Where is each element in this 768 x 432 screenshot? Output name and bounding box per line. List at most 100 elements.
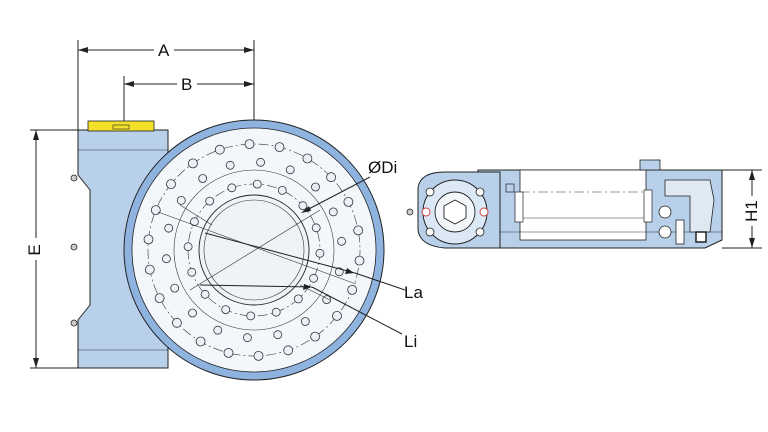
housing-edge — [77, 174, 91, 191]
li-leader — [311, 286, 403, 335]
bolt-hole-icon — [183, 242, 193, 252]
inner-bolt-holes — [183, 179, 325, 321]
side-tab — [505, 183, 515, 193]
inner-bore — [198, 194, 310, 306]
bolt-hole-icon — [227, 183, 237, 193]
bolt-icon — [475, 187, 485, 197]
housing-edge — [77, 304, 91, 321]
bolt-hole-icon — [271, 307, 281, 317]
bolt-hole-icon — [354, 255, 365, 266]
bolt-slot — [514, 191, 524, 223]
arrow-icon — [301, 206, 311, 213]
bolt-icon — [475, 227, 485, 237]
label-h1: H1 — [742, 200, 761, 222]
label-di: ØDi — [368, 158, 397, 177]
label-la: La — [404, 283, 423, 302]
arrow-icon — [244, 81, 254, 87]
bolt-hole-icon — [150, 205, 161, 216]
bolt-hole-icon — [273, 330, 283, 340]
bolt-hole-icon — [187, 267, 197, 277]
bolt-hole-icon — [187, 158, 198, 169]
grease-fitting-icon — [70, 174, 78, 182]
red-fitting-icon — [479, 207, 489, 217]
bolt-slot — [643, 189, 653, 223]
bolt-hole-icon — [311, 223, 321, 233]
bolt-hole-icon — [166, 179, 176, 190]
bolt-hole-icon — [242, 333, 252, 343]
motor-plate — [87, 120, 155, 132]
bolt-hole-icon — [311, 182, 320, 192]
bolt-hole-icon — [143, 234, 154, 245]
red-fitting-icon — [421, 207, 431, 217]
side-step — [639, 159, 661, 171]
arrow-icon — [749, 170, 755, 180]
bolt-hole-icon — [274, 142, 285, 153]
label-e: E — [25, 244, 44, 255]
bolt-hole-icon — [343, 196, 354, 207]
ball-icon — [658, 225, 672, 239]
bolt-hole-icon — [205, 196, 215, 206]
bolt-hole-icon — [195, 336, 206, 347]
ring-step — [173, 169, 335, 331]
bolt-hole-icon — [214, 144, 225, 155]
bolt-hole-icon — [213, 325, 223, 335]
grease-fitting-icon — [70, 319, 78, 327]
bolt-hole-icon — [170, 283, 180, 293]
ball-icon — [658, 205, 672, 219]
bolt-icon — [425, 187, 435, 197]
label-bg — [26, 238, 46, 260]
bolt-hole-icon — [315, 248, 325, 258]
bolt-hole-icon — [176, 195, 186, 205]
bolt-hole-icon — [154, 293, 165, 304]
li-dim-line — [199, 284, 313, 288]
bolt-hole-icon — [189, 217, 199, 227]
label-bg — [177, 74, 197, 92]
bolt-hole-icon — [328, 207, 338, 217]
side-bore — [519, 169, 647, 241]
bolt-hole-icon — [285, 165, 295, 175]
diameter-line — [189, 209, 321, 291]
label-a: A — [158, 41, 170, 60]
bolt-hole-icon — [200, 289, 210, 299]
bolt-hole-icon — [309, 273, 319, 283]
arrow-icon — [33, 358, 39, 368]
bolt-hole-icon — [144, 264, 155, 275]
arrow-icon — [345, 268, 354, 274]
la-leader — [354, 272, 406, 291]
bolt-hole-icon — [221, 305, 231, 315]
label-bg — [154, 40, 174, 58]
di-leader — [302, 176, 371, 213]
motor-plate-slot — [112, 124, 130, 130]
bolt-hole-icon — [347, 284, 358, 295]
bolt-hole-icon — [171, 317, 182, 328]
hex-nut-icon — [443, 199, 467, 225]
front-view: ØDi La Li A B E — [25, 40, 423, 381]
arrow-icon — [303, 284, 312, 290]
side-view: H1 — [406, 159, 762, 249]
bolt-hole-icon — [277, 185, 287, 195]
bolt-hole-icon — [246, 311, 256, 321]
bolt-hole-icon — [244, 139, 255, 150]
seal-icon — [695, 231, 707, 243]
diameter-line — [179, 204, 213, 226]
arrow-icon — [33, 130, 39, 140]
bolt-hole-icon — [293, 294, 303, 304]
bolt-hole-icon — [310, 331, 321, 342]
bolt-hole-icon — [225, 160, 235, 170]
bolt-hole-icon — [283, 345, 294, 356]
bolt-hole-icon — [188, 308, 197, 318]
bolt-hole-icon — [252, 179, 262, 189]
bolt-hole-icon — [337, 236, 347, 246]
arrow-icon — [244, 47, 254, 53]
grease-fitting-icon — [70, 243, 78, 251]
arrow-icon — [124, 81, 134, 87]
label-b: B — [181, 75, 192, 94]
bolt-hole-icon — [302, 153, 313, 164]
label-li: Li — [404, 332, 417, 351]
bolt-icon — [425, 227, 435, 237]
arrow-icon — [78, 47, 88, 53]
bolt-hole-icon — [253, 350, 264, 361]
bolt-hole-icon — [298, 201, 308, 211]
label-bg — [740, 196, 762, 226]
